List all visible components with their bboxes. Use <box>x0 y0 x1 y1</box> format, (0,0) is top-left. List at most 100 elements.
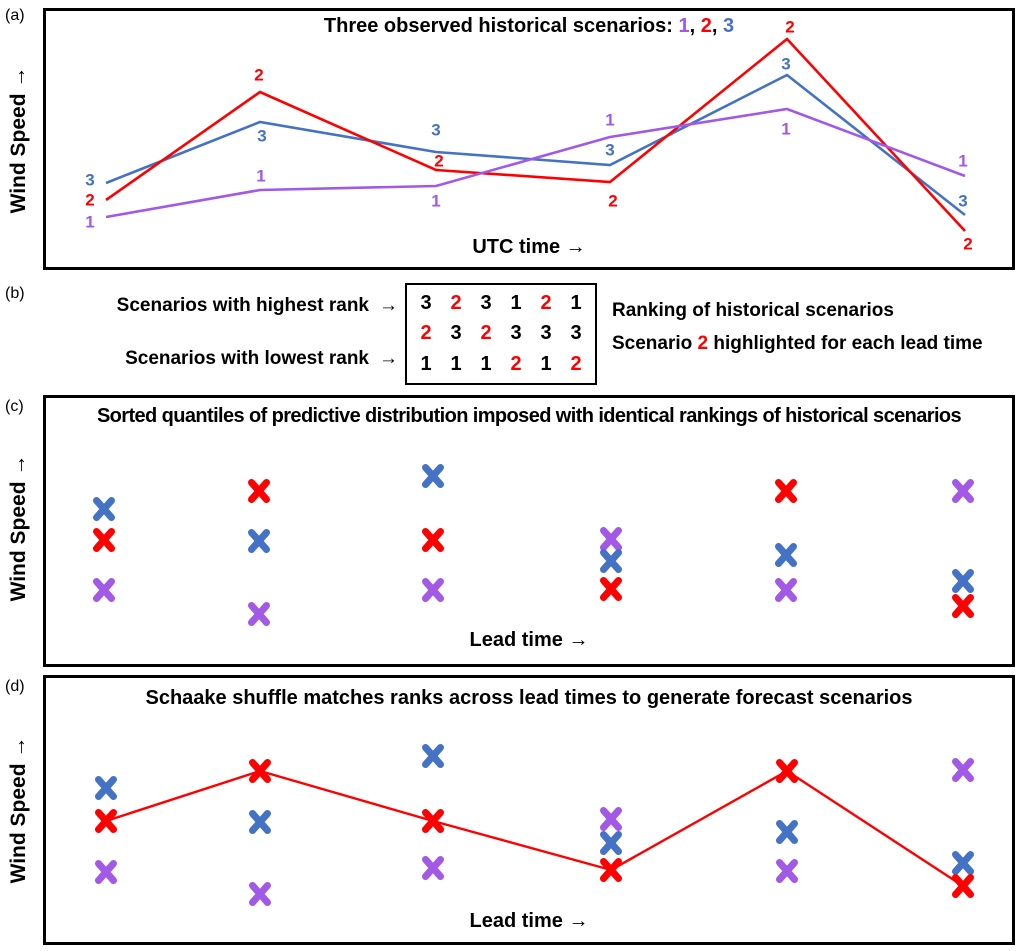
panel-c-x-axis-label: Lead time → <box>469 629 589 651</box>
point-label-scenario-3: 3 <box>85 171 94 190</box>
text-segment: Scenario <box>612 333 698 354</box>
x-marker-scenario-3 <box>422 744 444 768</box>
point-label-scenario-2: 2 <box>963 235 972 254</box>
point-label-scenario-1: 1 <box>958 152 967 171</box>
panel-b-tag: (b) <box>5 285 25 302</box>
rank-cell-row1: 3 <box>420 291 432 314</box>
x-marker-scenario-2 <box>95 809 117 833</box>
panel-a: Three observed historical scenarios: 1, … <box>43 8 1015 270</box>
point-label-scenario-2: 2 <box>785 18 794 37</box>
forecast-scenario-2-line <box>105 769 964 888</box>
x-marker-scenario-1 <box>600 527 622 551</box>
x-marker-scenario-1 <box>952 479 974 503</box>
panel-d: Schaake shuffle matches ranks across lea… <box>43 675 1015 945</box>
point-label-scenario-1: 1 <box>85 213 94 232</box>
x-marker-scenario-3 <box>775 543 797 567</box>
scenario-1-line <box>105 107 966 219</box>
x-marker-scenario-2 <box>776 759 798 783</box>
x-marker-scenario-2 <box>600 858 622 882</box>
panel-c-tag: (c) <box>5 398 24 415</box>
x-marker-scenario-3 <box>93 497 115 521</box>
rank-cell-row3: 1 <box>540 353 552 376</box>
panel-c-y-axis-label: Wind Speed → <box>7 454 30 602</box>
text-segment: , <box>711 15 723 37</box>
rank-cell-row2: 2 <box>480 322 492 345</box>
point-label-scenario-3: 3 <box>431 121 440 140</box>
x-marker-scenario-2 <box>248 479 270 503</box>
panel-a-x-axis-label: UTC time → <box>472 236 586 258</box>
rank-cell-row3: 2 <box>510 353 522 376</box>
rank-cell-row1: 1 <box>510 291 522 314</box>
x-marker-scenario-1 <box>775 578 797 602</box>
point-label-scenario-1: 1 <box>605 111 614 130</box>
rank-cell-row3: 1 <box>480 353 492 376</box>
highest-rank-label: Scenarios with highest rank → <box>58 295 398 317</box>
panel-c-plot <box>93 464 974 626</box>
x-marker-scenario-3 <box>952 851 974 875</box>
panel-d-plot <box>95 744 974 906</box>
rank-cell-row3: 1 <box>450 353 462 376</box>
point-label-scenario-1: 1 <box>431 192 440 211</box>
x-marker-scenario-3 <box>600 831 622 855</box>
x-marker-scenario-2 <box>422 809 444 833</box>
lowest-rank-label-text: Scenarios with lowest rank <box>125 348 369 369</box>
point-label-scenario-2: 2 <box>85 191 94 210</box>
x-marker-scenario-2 <box>93 528 115 552</box>
x-marker-scenario-3 <box>249 810 271 834</box>
lowest-rank-label: Scenarios with lowest rank → <box>58 348 398 370</box>
panel-d-y-axis-label: Wind Speed → <box>7 736 30 884</box>
x-marker-scenario-3 <box>248 529 270 553</box>
point-label-scenario-3: 3 <box>958 192 967 211</box>
right-arrow-icon: → <box>379 295 398 316</box>
rank-cell-row2: 2 <box>420 322 432 345</box>
x-marker-scenario-2 <box>952 874 974 898</box>
text-segment: highlighted for each lead time <box>708 333 983 354</box>
rank-cell-row2: 3 <box>540 322 552 345</box>
x-marker-scenario-2 <box>249 759 271 783</box>
x-marker-scenario-2 <box>600 577 622 601</box>
point-label-scenario-3: 3 <box>781 55 790 74</box>
x-marker-scenario-3 <box>95 776 117 800</box>
x-marker-scenario-1 <box>93 578 115 602</box>
text-segment: 3 <box>722 15 735 37</box>
panel-a-tag: (a) <box>5 7 25 24</box>
text-segment: , <box>689 15 701 37</box>
rank-caption-line-2: Scenario 2 highlighted for each lead tim… <box>612 327 983 360</box>
x-marker-scenario-1 <box>952 758 974 782</box>
text-segment: 1 <box>678 15 690 37</box>
x-marker-scenario-1 <box>248 602 270 626</box>
point-label-scenario-1: 1 <box>256 167 265 186</box>
x-marker-scenario-1 <box>776 859 798 883</box>
rank-cell-row1: 3 <box>480 291 492 314</box>
rank-cell-row2: 3 <box>450 322 462 345</box>
panel-d-tag: (d) <box>5 678 25 695</box>
panel-c-title: Sorted quantiles of predictive distribut… <box>96 405 962 427</box>
x-marker-scenario-1 <box>600 807 622 831</box>
point-label-scenario-2: 2 <box>608 192 617 211</box>
panel-d-title: Schaake shuffle matches ranks across lea… <box>145 687 913 709</box>
x-marker-scenario-2 <box>775 479 797 503</box>
scenario-3-line <box>105 73 966 217</box>
right-arrow-icon: → <box>379 348 398 369</box>
rank-cell-row1: 2 <box>540 291 552 314</box>
point-label-scenario-3: 3 <box>257 127 266 146</box>
x-marker-scenario-3 <box>952 569 974 593</box>
rank-cell-row2: 3 <box>510 322 522 345</box>
point-label-scenario-1: 1 <box>781 120 790 139</box>
rank-cell-row2: 3 <box>570 322 582 345</box>
x-marker-scenario-1 <box>422 856 444 880</box>
x-marker-scenario-3 <box>776 820 798 844</box>
panel-c: Sorted quantiles of predictive distribut… <box>43 395 1015 667</box>
rank-cell-row1: 1 <box>570 291 582 314</box>
x-marker-scenario-3 <box>600 549 622 573</box>
point-label-scenario-2: 2 <box>434 152 443 171</box>
rank-cell-row3: 1 <box>420 353 432 376</box>
x-marker-scenario-1 <box>95 860 117 884</box>
x-marker-scenario-1 <box>422 578 444 602</box>
highest-rank-label-text: Scenarios with highest rank <box>116 295 369 316</box>
text-segment: Three observed historical scenarios: <box>323 15 679 37</box>
panel-a-y-axis-label: Wind Speed → <box>7 66 30 214</box>
